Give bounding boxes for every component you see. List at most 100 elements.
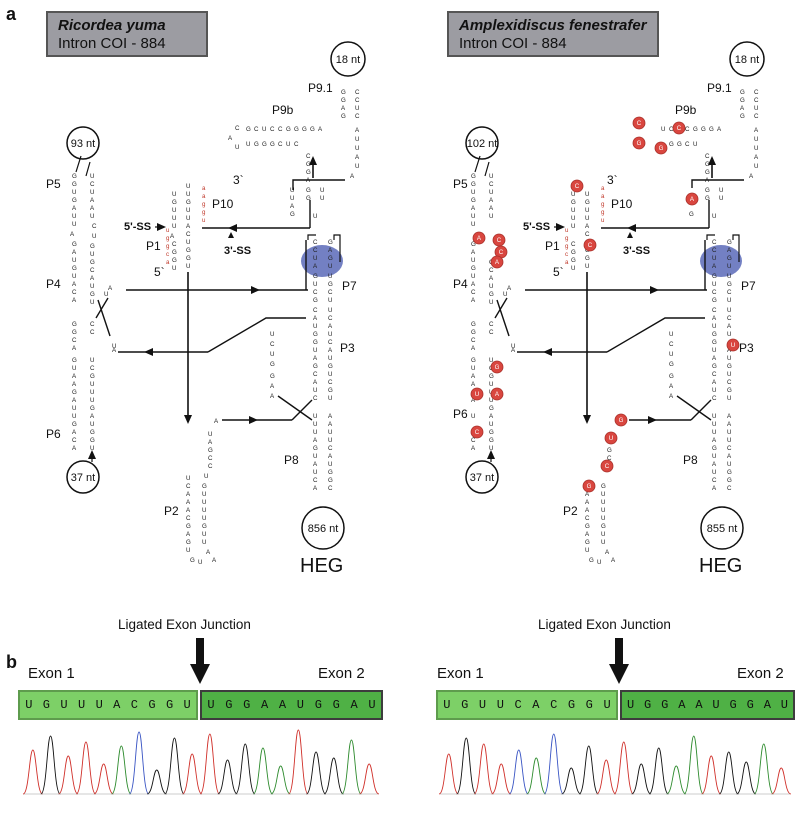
- trace-peak: [40, 735, 61, 795]
- svg-text:A: A: [328, 347, 333, 354]
- svg-text:G: G: [328, 363, 333, 370]
- svg-text:G: G: [712, 331, 717, 338]
- species-name-left: Ricordea yuma: [58, 17, 166, 34]
- svg-text:C: C: [727, 315, 732, 322]
- svg-text:g: g: [601, 201, 605, 208]
- svg-text:G: G: [186, 199, 191, 206]
- svg-text:A: A: [471, 297, 476, 304]
- trace-peak: [456, 737, 477, 795]
- svg-text:A: A: [477, 235, 482, 242]
- svg-text:C: C: [313, 247, 318, 254]
- svg-text:G: G: [72, 173, 77, 180]
- svg-text:U: U: [328, 263, 332, 270]
- svg-text:A: A: [355, 154, 360, 161]
- svg-text:U: U: [712, 421, 716, 428]
- svg-text:U: U: [208, 431, 212, 438]
- svg-text:G: G: [313, 339, 318, 346]
- svg-text:C: C: [727, 289, 732, 296]
- svg-text:G: G: [202, 523, 207, 530]
- trace-peak: [648, 747, 669, 795]
- svg-text:G: G: [709, 126, 714, 133]
- svg-text:U: U: [669, 351, 673, 358]
- svg-text:G: G: [90, 373, 95, 380]
- trace-peak: [561, 767, 582, 795]
- trace-peak: [359, 763, 380, 795]
- svg-text:A: A: [270, 393, 275, 400]
- exon2-nt: U: [712, 698, 720, 712]
- svg-text:A: A: [511, 347, 516, 354]
- svg-text:G: G: [471, 241, 476, 248]
- svg-text:C: C: [705, 153, 710, 160]
- svg-text:A: A: [72, 381, 77, 388]
- trace-peak: [323, 757, 344, 795]
- svg-text:U: U: [90, 173, 94, 180]
- label-p8-right: P8: [683, 453, 698, 467]
- svg-text:U: U: [489, 445, 493, 452]
- svg-text:U: U: [72, 413, 76, 420]
- exon2-nt: G: [225, 698, 233, 712]
- svg-text:U: U: [186, 207, 190, 214]
- svg-text:C: C: [571, 241, 576, 248]
- svg-text:C: C: [355, 97, 360, 104]
- svg-text:G: G: [313, 445, 318, 452]
- svg-text:U: U: [313, 387, 317, 394]
- exon2-label-right: Exon 2: [737, 665, 784, 682]
- svg-text:A: A: [669, 393, 674, 400]
- svg-text:C: C: [328, 379, 333, 386]
- svg-text:C: C: [313, 395, 318, 402]
- label-p9-1-right: P9.1: [707, 81, 732, 95]
- exon1-box-right: U G U U C A C G G U: [436, 690, 618, 720]
- svg-text:U: U: [286, 141, 290, 148]
- svg-text:U: U: [235, 144, 239, 151]
- svg-text:G: G: [689, 211, 694, 218]
- svg-text:G: G: [471, 321, 476, 328]
- svg-text:A: A: [313, 355, 318, 362]
- svg-text:A: A: [727, 421, 732, 428]
- svg-text:A: A: [313, 461, 318, 468]
- species-box-right: Amplexidiscus fenestrafer Intron COI - 8…: [447, 11, 659, 57]
- svg-text:U: U: [72, 273, 76, 280]
- trace-peak: [164, 737, 185, 795]
- loop-p6-left: 37 nt: [71, 472, 95, 484]
- svg-text:U: U: [112, 343, 116, 350]
- exon2-nt: A: [695, 698, 703, 712]
- svg-text:U: U: [712, 469, 716, 476]
- svg-text:G: G: [254, 141, 259, 148]
- label-p1-left: P1: [146, 239, 161, 253]
- trace-peak: [753, 743, 774, 795]
- svg-text:G: G: [705, 195, 710, 202]
- svg-text:G: G: [72, 321, 77, 328]
- g-binding-site-left: [301, 245, 343, 277]
- label-p4-right: P4: [453, 277, 468, 291]
- trace-peak: [631, 763, 652, 795]
- svg-text:G: G: [571, 249, 576, 256]
- svg-text:U: U: [313, 421, 317, 428]
- svg-text:A: A: [108, 285, 113, 292]
- svg-text:U: U: [328, 273, 332, 280]
- svg-text:A: A: [754, 154, 759, 161]
- svg-text:A: A: [669, 383, 674, 390]
- svg-text:A: A: [313, 379, 318, 386]
- svg-text:U: U: [754, 163, 758, 170]
- svg-text:C: C: [585, 515, 590, 522]
- svg-text:U: U: [727, 371, 731, 378]
- svg-text:C: C: [306, 153, 311, 160]
- svg-text:U: U: [585, 547, 589, 554]
- label-3ss-right: 3'-SS: [623, 245, 650, 257]
- svg-text:U: U: [92, 233, 96, 240]
- label-p9b-left: P9b: [272, 103, 294, 117]
- g-binding-site-right: [700, 245, 742, 277]
- svg-text:A: A: [471, 205, 476, 212]
- svg-text:G: G: [495, 364, 500, 371]
- trace-peak: [701, 755, 722, 795]
- svg-text:A: A: [186, 507, 191, 514]
- svg-text:A: A: [712, 485, 717, 492]
- exon2-nt: G: [332, 698, 340, 712]
- svg-text:U: U: [754, 136, 758, 143]
- svg-text:A: A: [72, 205, 77, 212]
- svg-text:G: G: [471, 197, 476, 204]
- svg-text:C: C: [607, 455, 612, 462]
- svg-text:U: U: [328, 307, 332, 314]
- svg-text:U: U: [202, 531, 206, 538]
